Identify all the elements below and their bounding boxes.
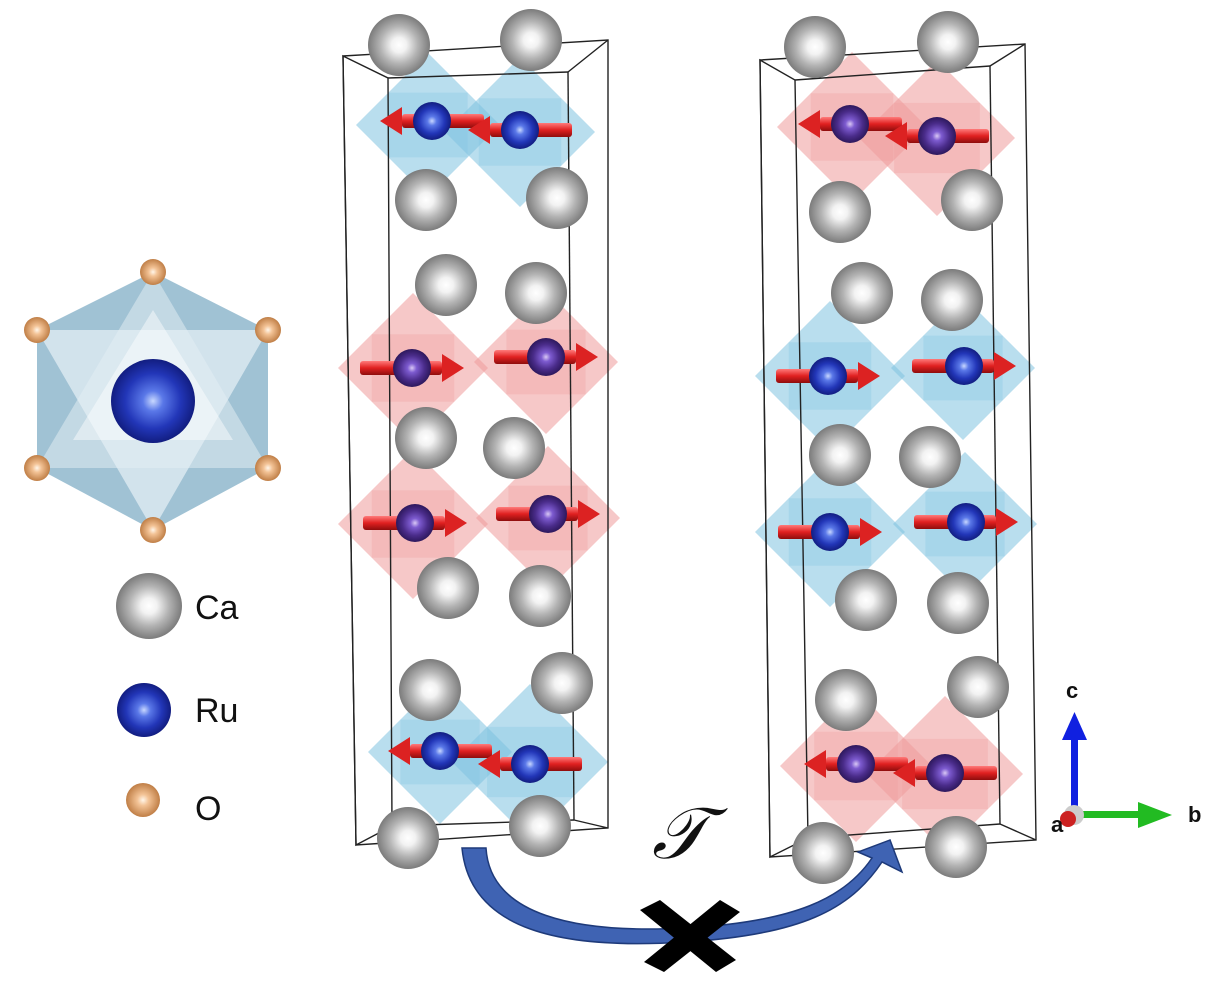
ru-spin-site (478, 745, 582, 783)
spin-arrow-head (994, 352, 1016, 380)
ru-spin-site (914, 503, 1018, 541)
spin-arrow-head (445, 509, 467, 537)
ca-atom (399, 659, 461, 721)
ru-spin-site (776, 357, 880, 395)
ca-atom (395, 407, 457, 469)
spin-arrow-head (468, 116, 490, 144)
ru-spin-site (360, 349, 464, 387)
axes-indicator: c b a (1051, 678, 1201, 837)
ru-atom (413, 102, 451, 140)
legend-label-o: O (195, 790, 221, 828)
axis-label-b: b (1188, 802, 1201, 827)
ru-atom (396, 504, 434, 542)
ca-atom (925, 816, 987, 878)
ru-atom (421, 732, 459, 770)
ru-spin-site (798, 105, 902, 143)
spin-arrow-head (380, 107, 402, 135)
ca-atom (899, 426, 961, 488)
legend-label-ru: Ru (195, 692, 238, 730)
ru-atom (809, 357, 847, 395)
ru-spin-site (496, 495, 600, 533)
ca-atom (784, 16, 846, 78)
ca-atom (831, 262, 893, 324)
ru-atom (947, 503, 985, 541)
spin-arrow-head (885, 122, 907, 150)
spin-arrow-head (804, 750, 826, 778)
curved-arrow-icon (461, 839, 904, 945)
spin-arrow-head (576, 343, 598, 371)
ru-spin-site (778, 513, 882, 551)
ru-atom (529, 495, 567, 533)
ru-atoms-layer (360, 102, 1018, 792)
ca-atom (483, 417, 545, 479)
ru-spin-site (363, 504, 467, 542)
octahedron-icon (24, 259, 281, 543)
spin-arrow-head (893, 759, 915, 787)
spin-arrow-head (478, 750, 500, 778)
ca-atom (531, 652, 593, 714)
ru-atom-icon (117, 683, 171, 737)
ru-atom (945, 347, 983, 385)
ru-atom (501, 111, 539, 149)
ca-atom (509, 565, 571, 627)
ru-atom (831, 105, 869, 143)
legend: Ca Ru O (24, 259, 281, 828)
o-atom-icon (126, 783, 160, 817)
spin-arrow-head (578, 500, 600, 528)
ru-atom (811, 513, 849, 551)
ca-atom (792, 822, 854, 884)
ca-atom-icon (116, 573, 182, 639)
ru-atom (393, 349, 431, 387)
ru-atom (926, 754, 964, 792)
ca-atom (417, 557, 479, 619)
axis-label-c: c (1066, 678, 1078, 703)
spin-arrow-head (996, 508, 1018, 536)
ca-atom (815, 669, 877, 731)
ca-atom (526, 167, 588, 229)
ca-atom (809, 181, 871, 243)
axis-label-a: a (1051, 812, 1064, 837)
spin-arrow-head (798, 110, 820, 138)
spin-arrow-head (388, 737, 410, 765)
ru-spin-site (380, 102, 484, 140)
ca-atom (509, 795, 571, 857)
cross-mark-icon (640, 900, 740, 972)
ca-atom (395, 169, 457, 231)
ru-spin-site (885, 117, 989, 155)
ca-atom (500, 9, 562, 71)
time-reversal-operator: 𝒯 (652, 791, 728, 875)
ru-spin-site (468, 111, 572, 149)
ru-spin-site (804, 745, 908, 783)
ru-atom (511, 745, 549, 783)
ca-atom (415, 254, 477, 316)
ru-atom (918, 117, 956, 155)
ca-atom (377, 807, 439, 869)
legend-label-ca: Ca (195, 589, 239, 627)
spin-arrow-head (442, 354, 464, 382)
spin-arrow-head (858, 362, 880, 390)
ru-spin-site (494, 338, 598, 376)
ca-atom (917, 11, 979, 73)
ca-atom (368, 14, 430, 76)
ca-atom (505, 262, 567, 324)
ca-atom (947, 656, 1009, 718)
ru-spin-site (893, 754, 997, 792)
ru-spin-site (912, 347, 1016, 385)
ca-atom (921, 269, 983, 331)
ca-atom (927, 572, 989, 634)
ca-atoms-layer (368, 9, 1009, 884)
ca-atom (941, 169, 1003, 231)
ru-atom (837, 745, 875, 783)
spin-arrow-head (860, 518, 882, 546)
ru-spin-site (388, 732, 492, 770)
ru-atom (527, 338, 565, 376)
ca-atom (809, 424, 871, 486)
ca-atom (835, 569, 897, 631)
